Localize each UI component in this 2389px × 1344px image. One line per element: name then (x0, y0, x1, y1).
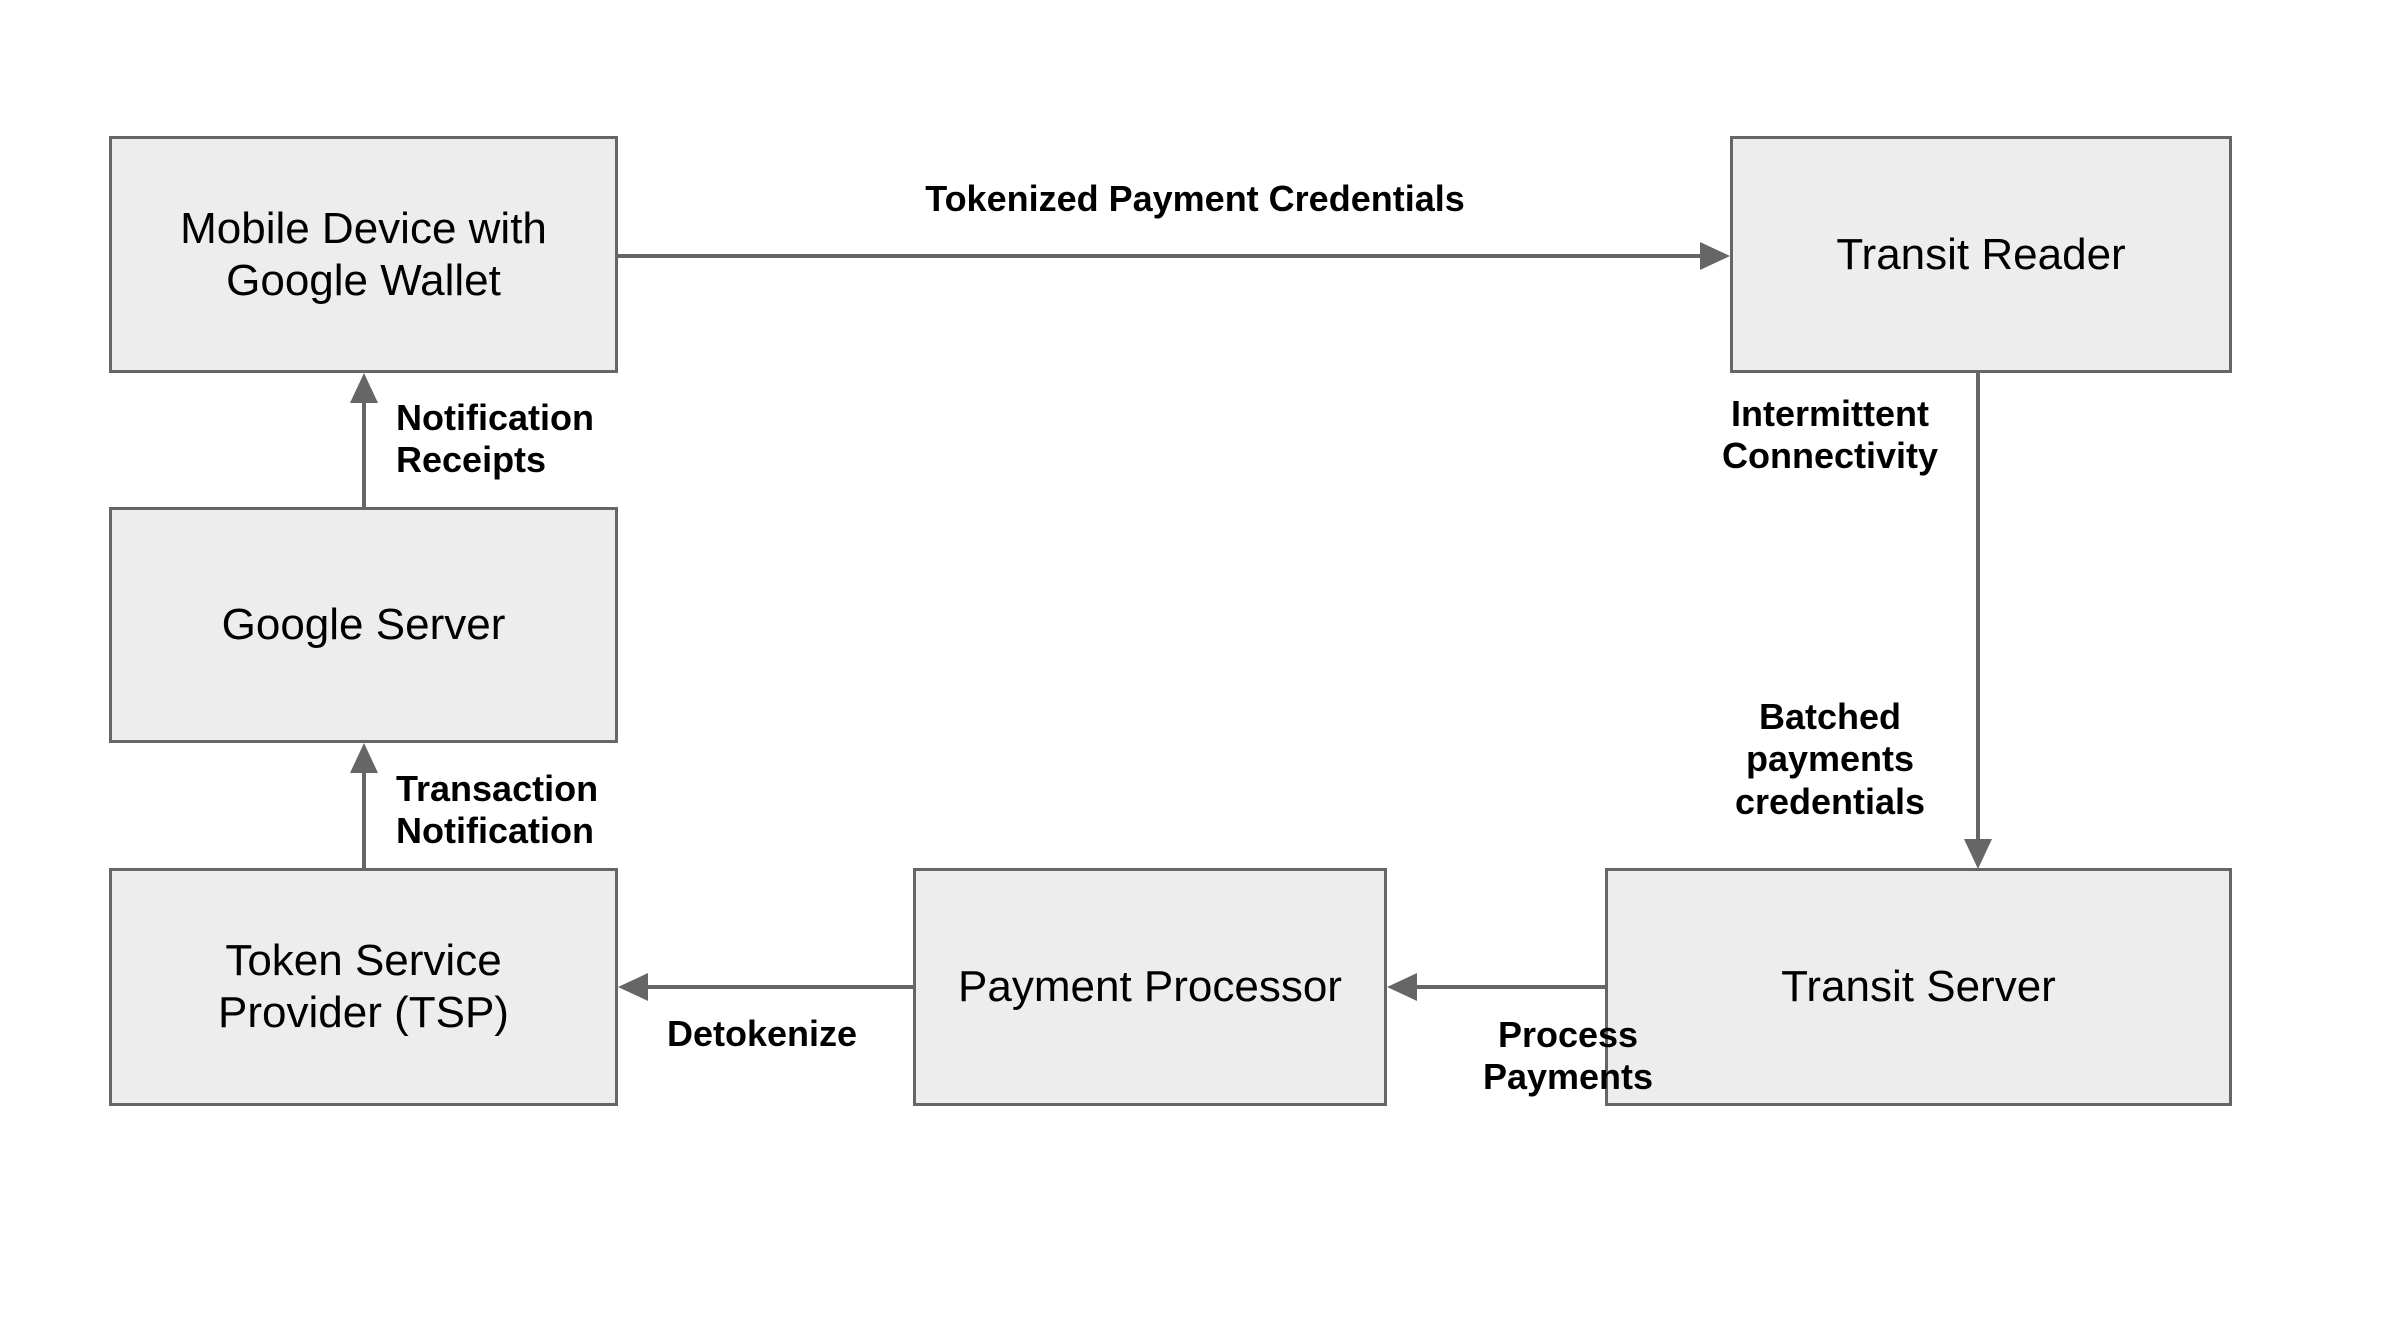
node-mobile-device[interactable]: Mobile Device with Google Wallet (109, 136, 618, 373)
edge-label-transaction-notification: Transaction Notification (396, 768, 599, 852)
edge-label-notification-receipts: Notification Receipts (396, 397, 594, 481)
edge-label-detokenize: Detokenize (667, 1013, 858, 1054)
node-payment-processor-label: Payment Processor (958, 962, 1342, 1012)
edge-label-intermittent-connectivity: Intermittent Connectivity (1721, 393, 1939, 477)
edge-process-payments (1387, 973, 1605, 1001)
node-transit-reader[interactable]: Transit Reader (1730, 136, 2232, 373)
node-mobile-device-label: Mobile Device with Google Wallet (180, 203, 547, 305)
edge-label-process-payments: Process Payments (1482, 1014, 1654, 1098)
node-transit-server-label: Transit Server (1781, 962, 2056, 1012)
node-transit-reader-label: Transit Reader (1836, 229, 2126, 279)
node-payment-processor[interactable]: Payment Processor (913, 868, 1387, 1106)
node-transit-server[interactable]: Transit Server (1605, 868, 2232, 1106)
node-token-service-provider-label: Token Service Provider (TSP) (218, 936, 509, 1037)
node-google-server-label: Google Server (221, 600, 506, 650)
node-google-server[interactable]: Google Server (109, 507, 618, 743)
edge-transit-reader-to-transit-server (1964, 373, 1992, 869)
node-token-service-provider[interactable]: Token Service Provider (TSP) (109, 868, 618, 1106)
edge-notification-receipts (350, 373, 378, 507)
edge-label-batched-payments-credentials: Batched payments credentials (1734, 696, 1926, 822)
edge-detokenize (618, 973, 913, 1001)
edge-transaction-notification (350, 743, 378, 868)
edge-tokenized-payment-credentials (618, 242, 1730, 270)
edge-label-tokenized-payment-credentials: Tokenized Payment Credentials (925, 178, 1465, 219)
